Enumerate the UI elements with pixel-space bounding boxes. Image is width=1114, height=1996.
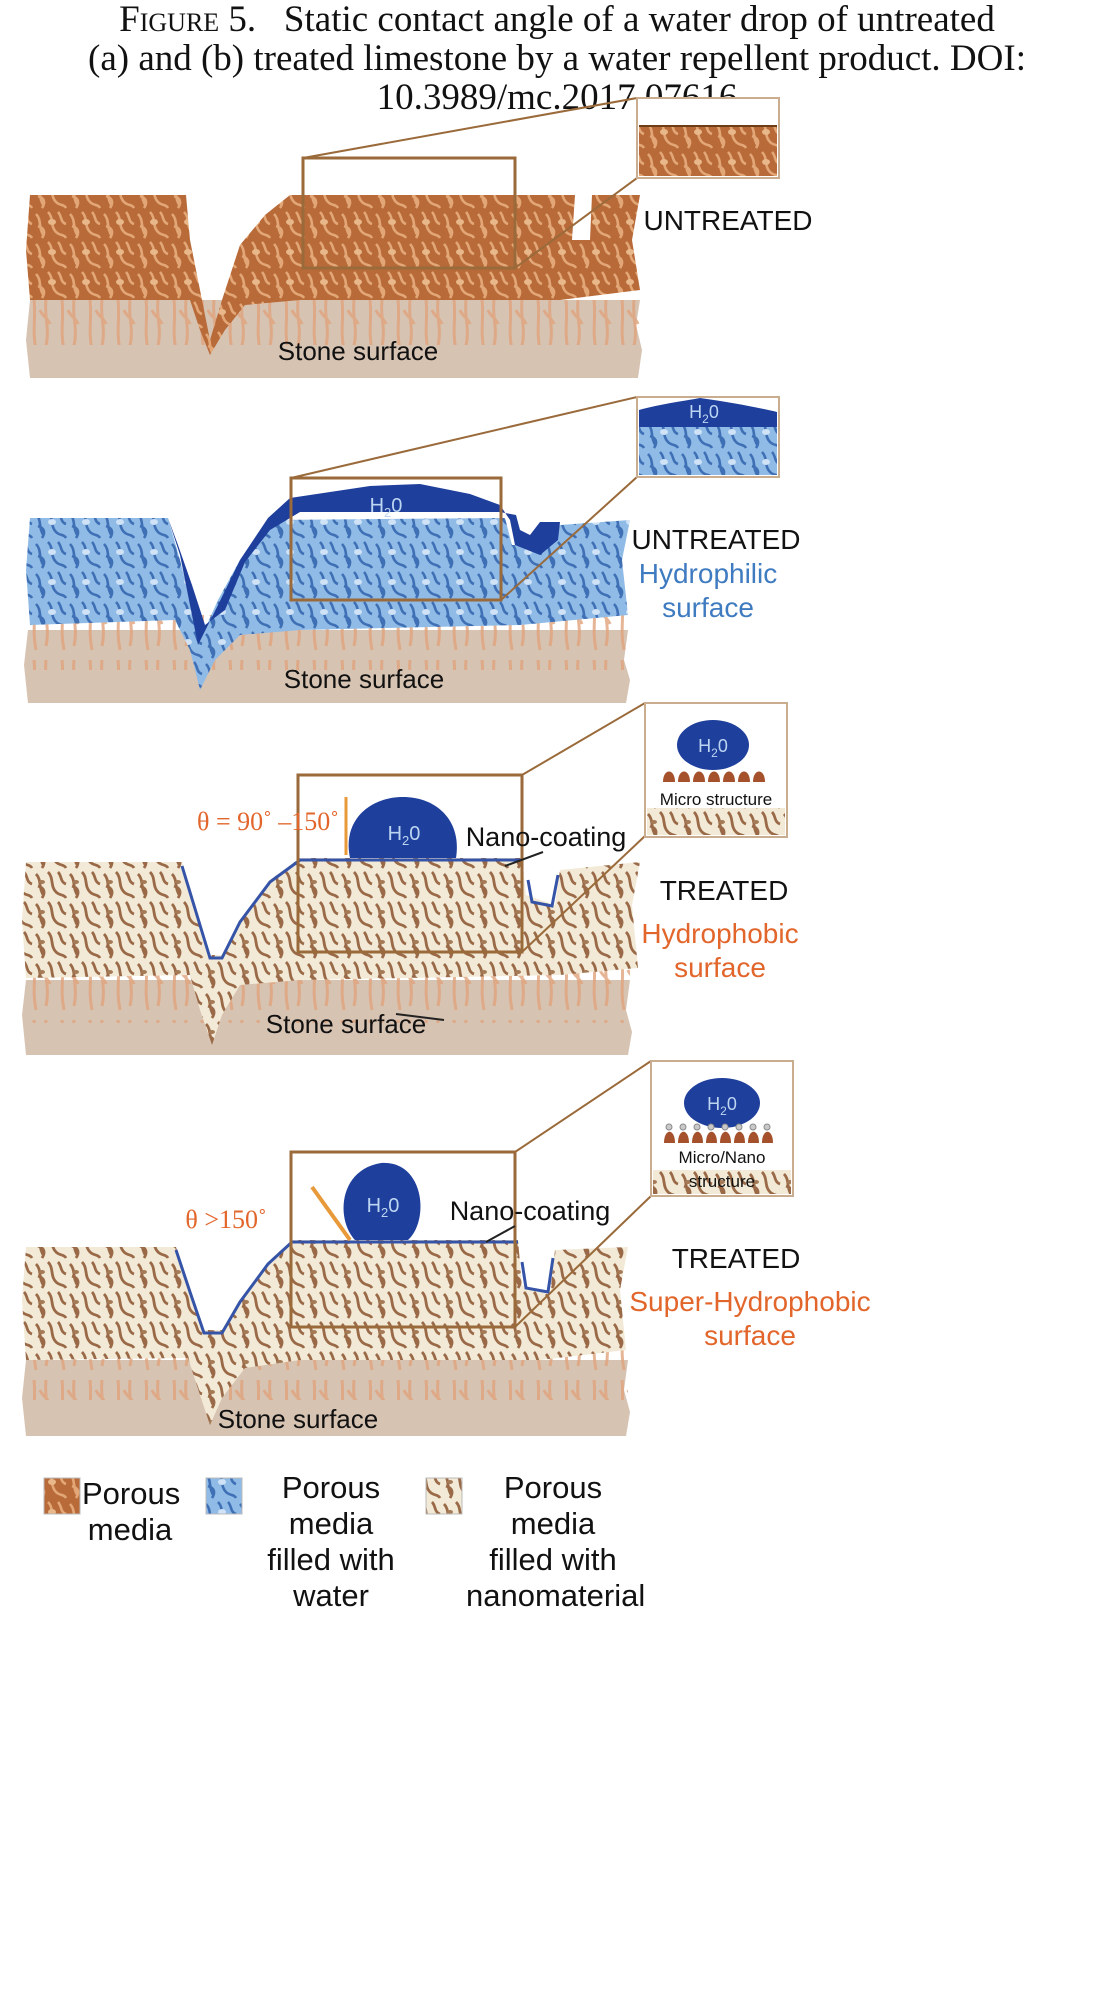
water-sub: 2 [381,1205,388,1220]
water-tail: 0 [388,1195,399,1217]
state-label: UNTREATED [631,524,800,555]
inset-label-1: Micro/Nano [679,1148,766,1167]
svg-text:H20: H20 [689,402,719,426]
caption-line-1: Figure 5. Static contact angle of a wate… [0,0,1114,39]
surface-arrow [395,1013,445,1021]
zoom-line-bottom [500,476,638,601]
zoom-frame [301,156,517,270]
inset-micro-structure: H20 Micro structure [644,702,788,838]
zoom-frame [289,1150,517,1329]
water-label: H [370,495,384,517]
zoom-line-bottom [514,177,638,269]
inset-water-sub: 2 [711,746,718,760]
legend-swatch-porous [43,1477,81,1515]
panel-4: H20 Micro/Nano structure H20 θ >150˚ Nan… [22,1060,871,1436]
inset-label: Micro structure [660,790,772,809]
zoom-line-top [290,396,638,479]
inset-water-sub: 2 [702,412,709,426]
property-label-1: Hydrophobic [641,918,798,949]
angle-label: θ = 90˚ –150˚ [197,807,339,836]
coating-label: Nano-coating [450,1196,611,1226]
figure-label: Figure 5. [119,0,257,40]
water-tail: 0 [409,823,420,845]
inset-hydrophilic: H20 [636,396,780,478]
inset-water-tail: 0 [718,736,728,756]
state-label: TREATED [660,875,789,906]
water-sub: 2 [402,833,409,848]
zoom-line-top [521,702,646,776]
zoom-frame [289,476,503,602]
legend-swatch-water [205,1477,243,1515]
caption-line-2: (a) and (b) treated limestone by a water… [88,38,1026,79]
surface-label: Stone surface [284,664,444,694]
water-label: H [367,1195,381,1217]
panel-3: H20 Micro structure H20 θ = 90˚ –150˚ Na… [22,702,799,1055]
surface-label: Stone surface [266,1009,426,1039]
panel-1: UNTREATED Stone surface [26,97,813,378]
nano-coating-line [180,858,560,960]
inset-micro-nano-structure: H20 Micro/Nano structure [650,1060,794,1197]
inset-label-2: structure [689,1172,755,1191]
coating-label: Nano-coating [466,822,627,852]
inset-water-label: H [689,402,702,422]
caption-text-1: Static contact angle of a water drop of … [283,0,995,40]
coating-arrow [485,1225,516,1243]
water-filled-porous-layer [26,518,630,690]
property-label-2: surface [674,952,766,983]
nano-filled-porous-layer [22,1240,628,1425]
property-label-1: Hydrophilic [639,558,778,589]
svg-text:H20: H20 [367,1195,400,1220]
water-drop [348,797,457,858]
property-label-2: surface [704,1320,796,1351]
property-label-1: Super-Hydrophobic [629,1286,870,1317]
inset-water-label: H [698,736,711,756]
water-drop [343,1162,421,1240]
surface-label: Stone surface [278,336,438,366]
surface-label: Stone surface [218,1404,378,1434]
property-label-2: surface [662,592,754,623]
angle-label: θ >150˚ [185,1205,266,1234]
inset-water-sub: 2 [720,1104,727,1118]
contact-angle-line [310,1185,352,1242]
zoom-line-bottom [521,835,646,953]
zoom-frame [296,773,524,954]
svg-text:H20: H20 [707,1094,737,1118]
panel-2: H20 H20 UNTREATED Hydrophilic surface St… [24,396,801,703]
inset-water-tail: 0 [727,1094,737,1114]
zoom-line-top [514,1060,652,1153]
zoom-line-bottom [514,1195,652,1328]
svg-text:H20: H20 [698,736,728,760]
inset-water-label: H [707,1094,720,1114]
inset-untreated [636,97,780,179]
water-label: H [388,823,402,845]
coating-arrow [504,851,544,867]
svg-text:H20: H20 [388,823,421,848]
zoom-line-top [302,97,638,159]
inset-water-tail: 0 [709,402,719,422]
nano-coating-line [174,1240,555,1335]
svg-text:H20: H20 [370,495,403,520]
water-sub: 2 [384,505,391,520]
porous-layer [26,195,640,355]
figure-caption: Figure 5. Static contact angle of a wate… [0,0,1114,117]
legend [43,1477,463,1515]
water-tail: 0 [391,495,402,517]
state-label: UNTREATED [643,205,812,236]
legend-swatch-nano [425,1477,463,1515]
state-label: TREATED [672,1243,801,1274]
water-layer [168,484,560,645]
